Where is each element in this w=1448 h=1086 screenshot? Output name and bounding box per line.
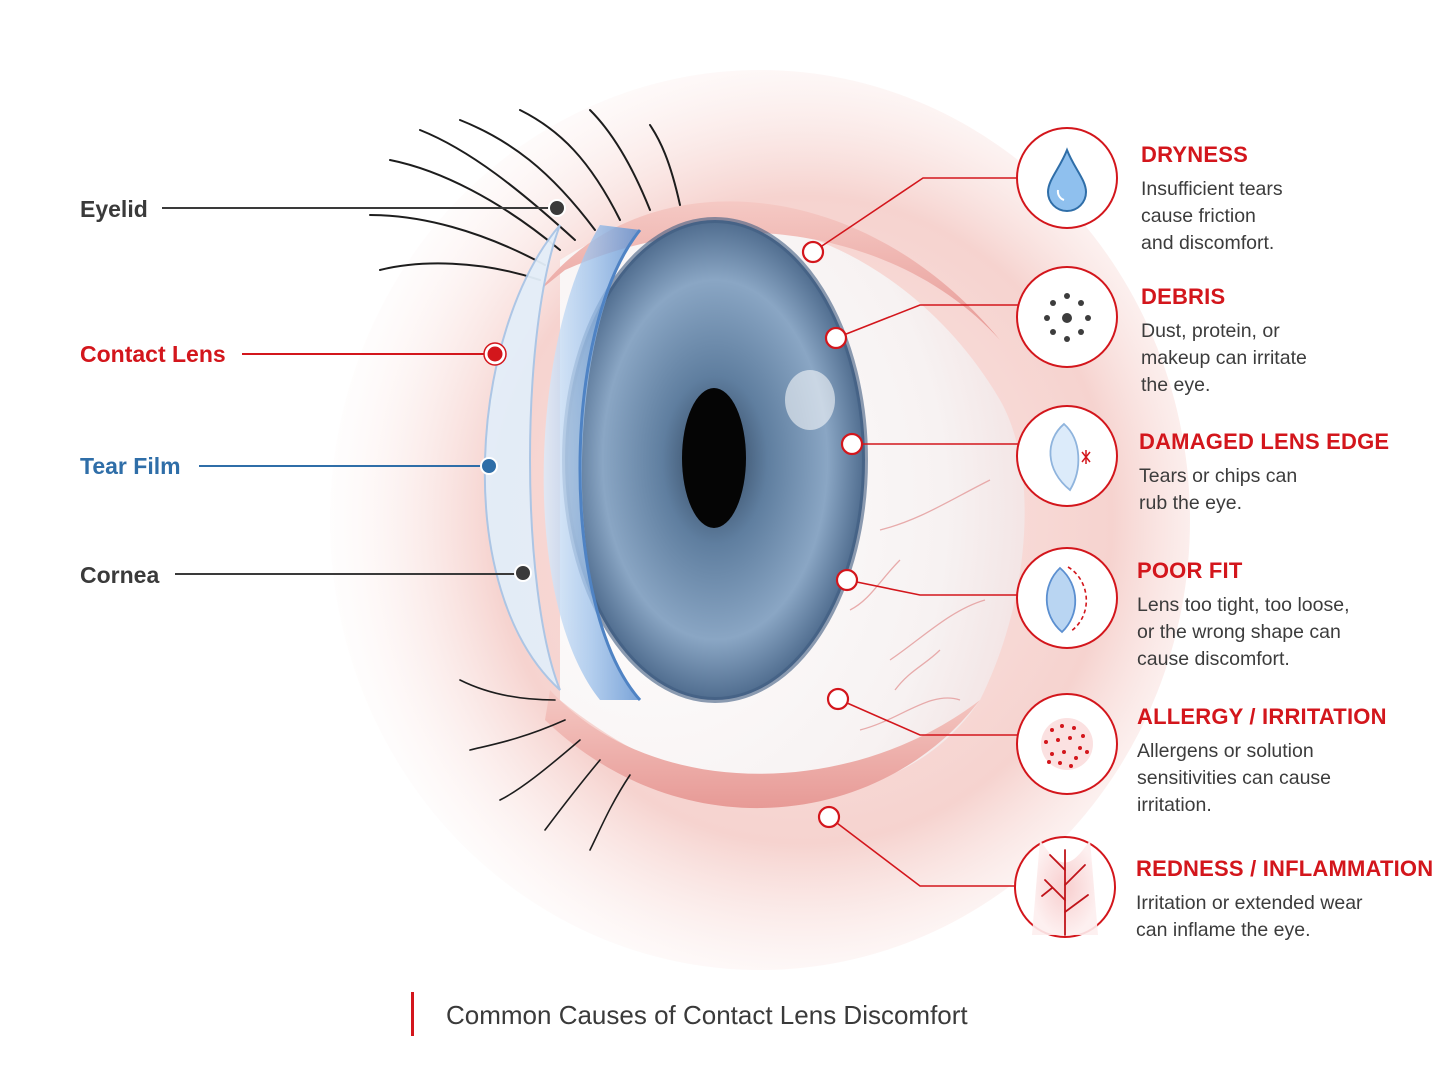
cause-description: Irritation or extended wear can inflame … [1136,892,1363,941]
cause-description: Allergens or solution sensitivities can … [1137,740,1332,816]
contact-lens [543,225,640,700]
cause-title: DAMAGED LENS EDGE [1139,429,1390,454]
cause-description: Tears or chips can rub the eye. [1139,465,1298,514]
diagram-caption: Common Causes of Contact Lens Discomfort [446,1000,968,1030]
blood-vessel-icon [1032,840,1098,936]
cause-allergy-irritation: ALLERGY / IRRITATION Allergens or soluti… [1137,704,1448,819]
right-leader-lines [812,177,1018,887]
cause-title: DEBRIS [1141,284,1226,309]
cause-debris: DEBRIS Dust, protein, or makeup can irri… [1141,284,1448,399]
cause-poor-fit: POOR FIT Lens too tight, too loose, or t… [1137,558,1448,673]
label-eyelid: Eyelid [80,196,148,222]
damaged-lens-icon [1049,422,1091,492]
cause-title: POOR FIT [1137,558,1243,583]
upper-lashes [369,109,681,281]
sclera-vessels [849,479,991,731]
cause-dryness: DRYNESS Insufficient tears cause frictio… [1141,142,1448,257]
label-cornea: Cornea [80,562,160,588]
cause-redness-inflammation: REDNESS / INFLAMMATION Irritation or ext… [1136,856,1448,944]
cause-description: Lens too tight, too loose, or the wrong … [1137,594,1350,670]
lower-lashes [459,679,631,851]
debris-particles-icon [1044,293,1091,342]
left-leader-lines [162,199,566,582]
label-tear-film: Tear Film [80,453,181,479]
right-anchor-points [801,240,864,829]
lens-fit-icon [1045,566,1088,634]
allergen-dots-icon [1041,718,1093,770]
cause-title: REDNESS / INFLAMMATION [1136,856,1434,881]
eye-highlight [785,370,835,430]
pupil [682,388,746,528]
caption-accent-bar [411,992,414,1036]
lower-eyelid [545,690,980,809]
cause-title: DRYNESS [1141,142,1248,167]
label-contact-lens: Contact Lens [80,341,226,367]
cause-title: ALLERGY / IRRITATION [1137,704,1387,729]
water-drop-icon [1046,147,1088,212]
cause-damaged-lens-edge: DAMAGED LENS EDGE Tears or chips can rub… [1139,429,1448,517]
upper-eyelid [540,201,1000,340]
cause-description: Insufficient tears cause friction and di… [1141,178,1283,254]
cause-description: Dust, protein, or makeup can irritate th… [1141,320,1307,396]
